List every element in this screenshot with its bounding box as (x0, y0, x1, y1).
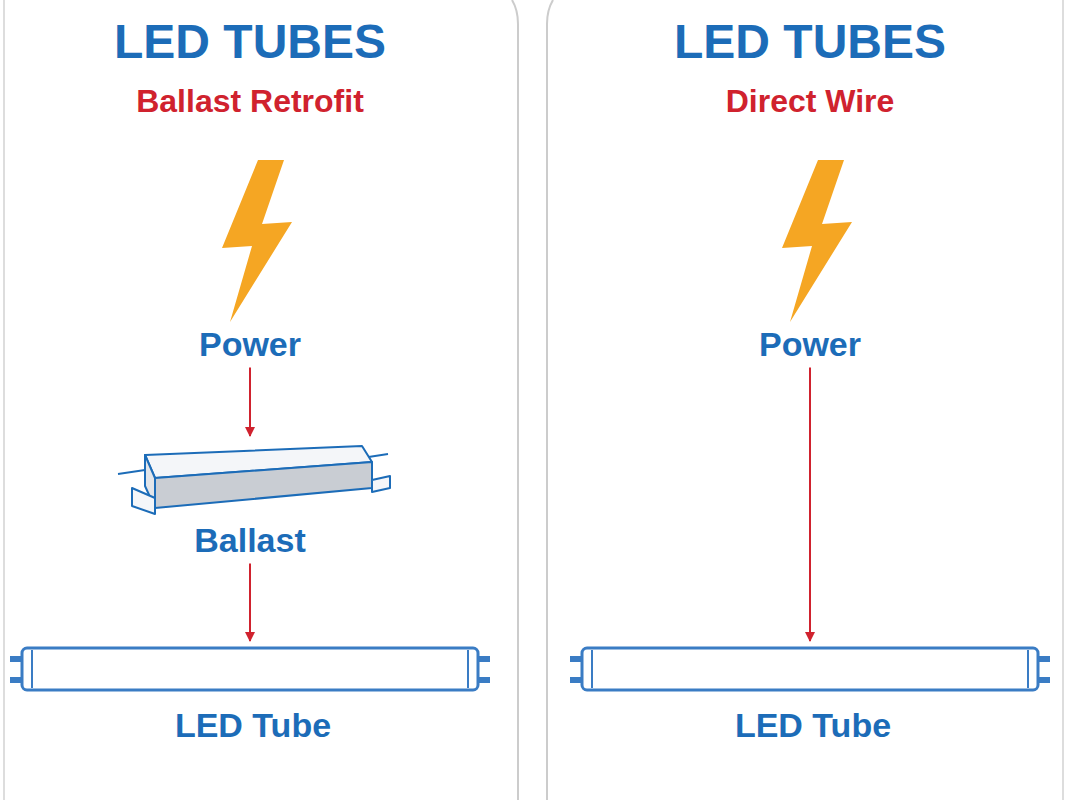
led-tube-symbol (10, 648, 490, 690)
panel-border (1062, 0, 1064, 800)
flow-arrow (809, 367, 811, 641)
flow-arrow (249, 367, 251, 436)
panel-divider (547, 0, 553, 800)
node-label: Power (759, 326, 861, 363)
panel-title: LED TUBES (674, 16, 946, 69)
node-label: LED Tube (175, 707, 331, 744)
node-label: Power (199, 326, 301, 363)
lightning-bolt (222, 160, 292, 322)
panel-border (3, 0, 5, 800)
panel-title: LED TUBES (114, 16, 386, 69)
node-label: LED Tube (735, 707, 891, 744)
power-source: Power (120, 326, 380, 363)
panel-subtitle: Ballast Retrofit (136, 84, 364, 119)
ballast-symbol (118, 446, 390, 514)
flow-arrow (249, 563, 251, 641)
led-tube: LED Tube (13, 645, 493, 744)
ballast: Ballast (100, 440, 400, 559)
lightning-bolt (782, 160, 852, 322)
led-tube-symbol (570, 648, 1050, 690)
led-tube: LED Tube (573, 645, 1053, 744)
panel-divider (512, 0, 518, 800)
node-label: Ballast (194, 522, 306, 559)
panel-subtitle: Direct Wire (726, 84, 895, 119)
power-source: Power (680, 326, 940, 363)
